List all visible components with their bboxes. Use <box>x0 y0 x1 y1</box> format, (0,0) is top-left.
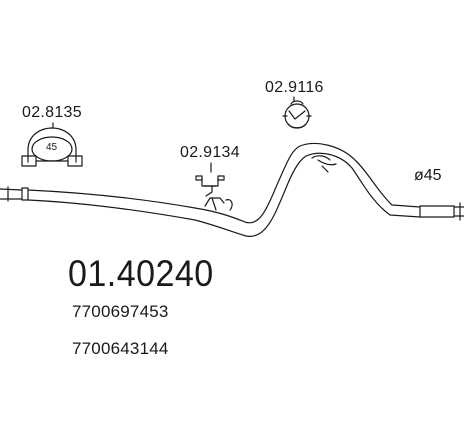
pipe-inlet-end <box>0 186 29 202</box>
part-number-ring: 02.9116 <box>265 79 324 96</box>
pipe-diameter-label: ø45 <box>414 167 442 184</box>
part-number-mount: 02.9134 <box>180 144 240 161</box>
part-number-clamp: 02.8135 <box>22 104 82 121</box>
rubber-ring-part <box>282 100 312 129</box>
clamp-size-label: 45 <box>46 142 58 153</box>
rubber-mount-part <box>195 175 225 197</box>
pipe-outlet-end <box>419 202 464 221</box>
clamp-part <box>21 127 83 167</box>
pipe-hook <box>311 155 337 173</box>
pipe-body <box>27 142 421 237</box>
oem-number: 7700643144 <box>72 339 169 358</box>
oem-number: 7700697453 <box>72 302 169 321</box>
main-part-number: 01.40240 <box>68 253 214 294</box>
